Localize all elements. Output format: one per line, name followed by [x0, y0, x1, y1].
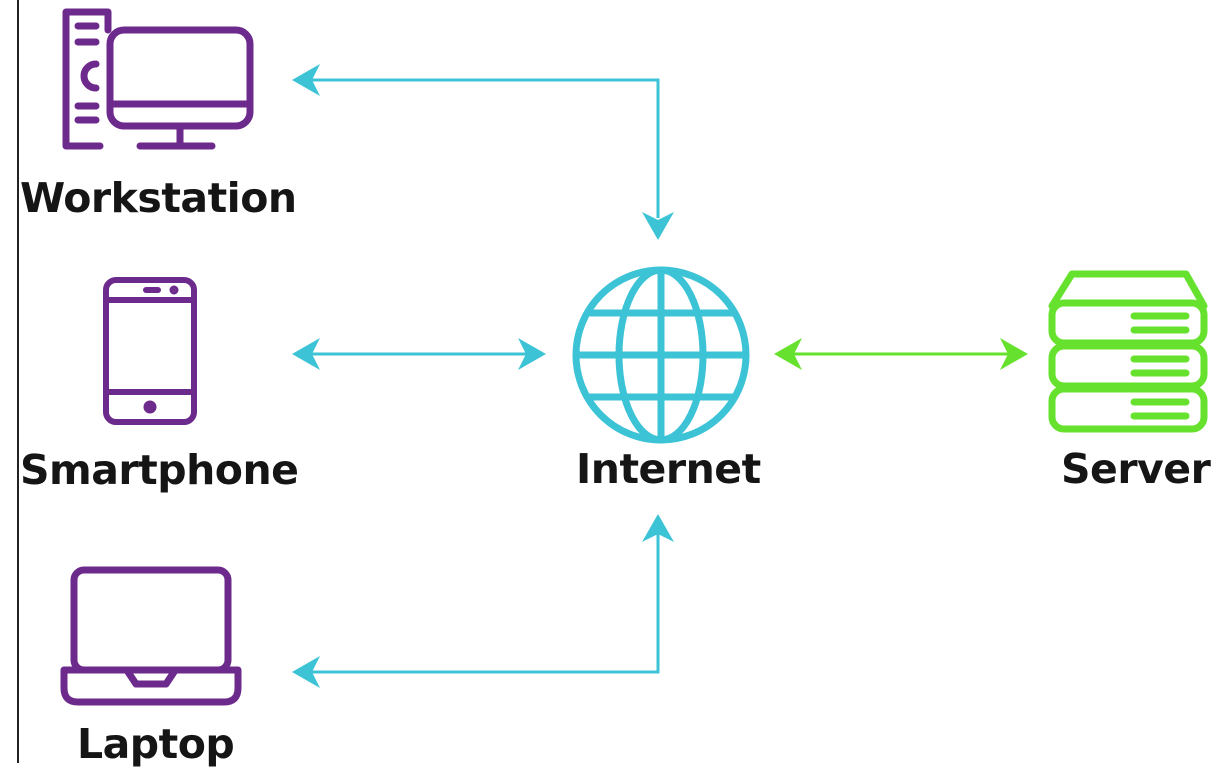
arrowhead-left: [774, 338, 802, 370]
smartphone-label: Smartphone: [20, 446, 299, 494]
edge-smartphone-internet: [292, 338, 546, 370]
arrowhead-left: [292, 64, 320, 96]
server-stack-icon: [1048, 270, 1208, 433]
arrowhead-left: [292, 656, 320, 688]
internet-label: Internet: [576, 445, 761, 493]
arrowhead-down: [642, 212, 674, 240]
globe-icon: [572, 266, 750, 444]
arrowhead-right: [1000, 338, 1028, 370]
arrowhead-left: [292, 338, 320, 370]
laptop-label: Laptop: [77, 720, 235, 768]
arrowhead-up: [642, 514, 674, 542]
server-label: Server: [1061, 445, 1211, 493]
edge-internet-server: [774, 338, 1028, 370]
smartphone-icon: [103, 277, 197, 425]
edge-workstation-internet: [292, 64, 674, 240]
workstation-label: Workstation: [20, 174, 297, 222]
desktop-computer-icon: [62, 8, 254, 150]
laptop-icon: [60, 566, 242, 706]
arrowhead-right: [518, 338, 546, 370]
edge-laptop-internet: [292, 514, 674, 688]
